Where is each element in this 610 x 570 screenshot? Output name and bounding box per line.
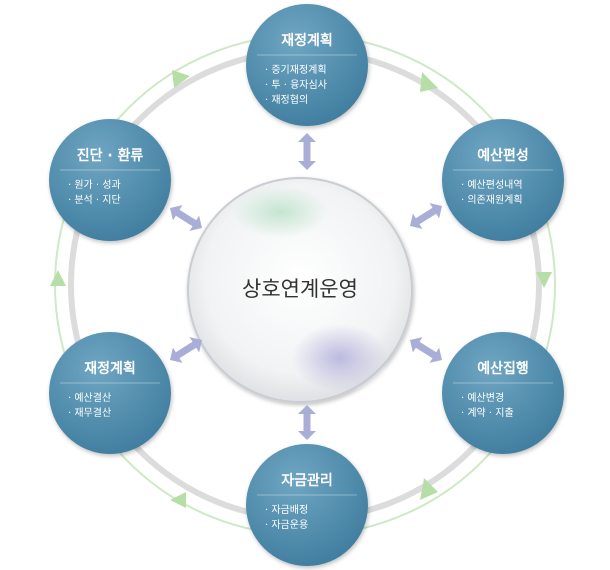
double-arrow-icon	[298, 133, 316, 170]
node-ul: 진단 · 환류 · 원가 · 성과 · 분석 · 지단	[49, 119, 171, 241]
flow-arrows	[50, 70, 552, 508]
double-arrow-icon	[410, 337, 442, 363]
node-item: · 투 · 융자심사	[265, 79, 327, 91]
node-item: · 의존재원계획	[461, 194, 523, 206]
node-item: · 재정협의	[265, 93, 308, 106]
node-title: 재정계획	[84, 360, 136, 377]
node-circle	[442, 332, 564, 454]
node-bottom: 자금관리 · 자금배정 · 자금운용	[246, 444, 368, 566]
green-cycle-arrow-icon	[50, 270, 66, 286]
node-item: · 예산변경	[461, 391, 504, 404]
node-title: 재정계획	[281, 32, 333, 49]
double-arrow-icon	[298, 405, 316, 440]
double-arrow-icon	[410, 203, 442, 229]
center-hub: 상호연계운영	[187, 177, 413, 403]
center-label: 상호연계운영	[242, 277, 358, 301]
node-title: 진단 · 환류	[77, 147, 144, 164]
green-cycle-arrow-icon	[536, 272, 552, 288]
node-item: · 중기재정계획	[265, 64, 327, 76]
node-item: · 분석 · 지단	[68, 194, 121, 206]
node-circle	[246, 444, 368, 566]
node-ll: 재정계획 · 예산결산 · 재무결산	[49, 332, 171, 454]
node-title: 예산편성	[477, 147, 529, 164]
node-item: · 자금운용	[265, 519, 308, 531]
node-ur: 예산편성 · 예산편성내역 · 의존재원계획	[442, 119, 564, 241]
double-arrow-icon	[170, 205, 202, 231]
node-circle	[49, 332, 171, 454]
node-title: 자금관리	[281, 472, 333, 489]
node-top: 재정계획 · 중기재정계획 · 투 · 융자심사 · 재정협의	[246, 4, 368, 126]
link-arrows	[170, 133, 442, 440]
node-item: · 원가 · 성과	[68, 179, 121, 191]
node-circle	[49, 119, 171, 241]
node-item: · 계약 · 지출	[461, 407, 514, 419]
node-circle	[442, 119, 564, 241]
node-lr: 예산집행 · 예산변경 · 계약 · 지출	[442, 332, 564, 454]
node-item: · 재무결산	[68, 407, 111, 419]
green-cycle-arrow-icon	[170, 492, 186, 508]
node-item: · 자금배정	[265, 504, 308, 516]
node-item: · 예산결산	[68, 392, 111, 404]
green-cycle-arrow-icon	[420, 478, 438, 500]
node-item: · 예산편성내역	[461, 179, 523, 191]
double-arrow-icon	[170, 337, 202, 363]
green-cycle-arrow-icon	[420, 72, 438, 92]
node-circle	[246, 4, 368, 126]
node-title: 예산집행	[477, 360, 529, 377]
green-cycle-arrow-icon	[172, 70, 190, 88]
